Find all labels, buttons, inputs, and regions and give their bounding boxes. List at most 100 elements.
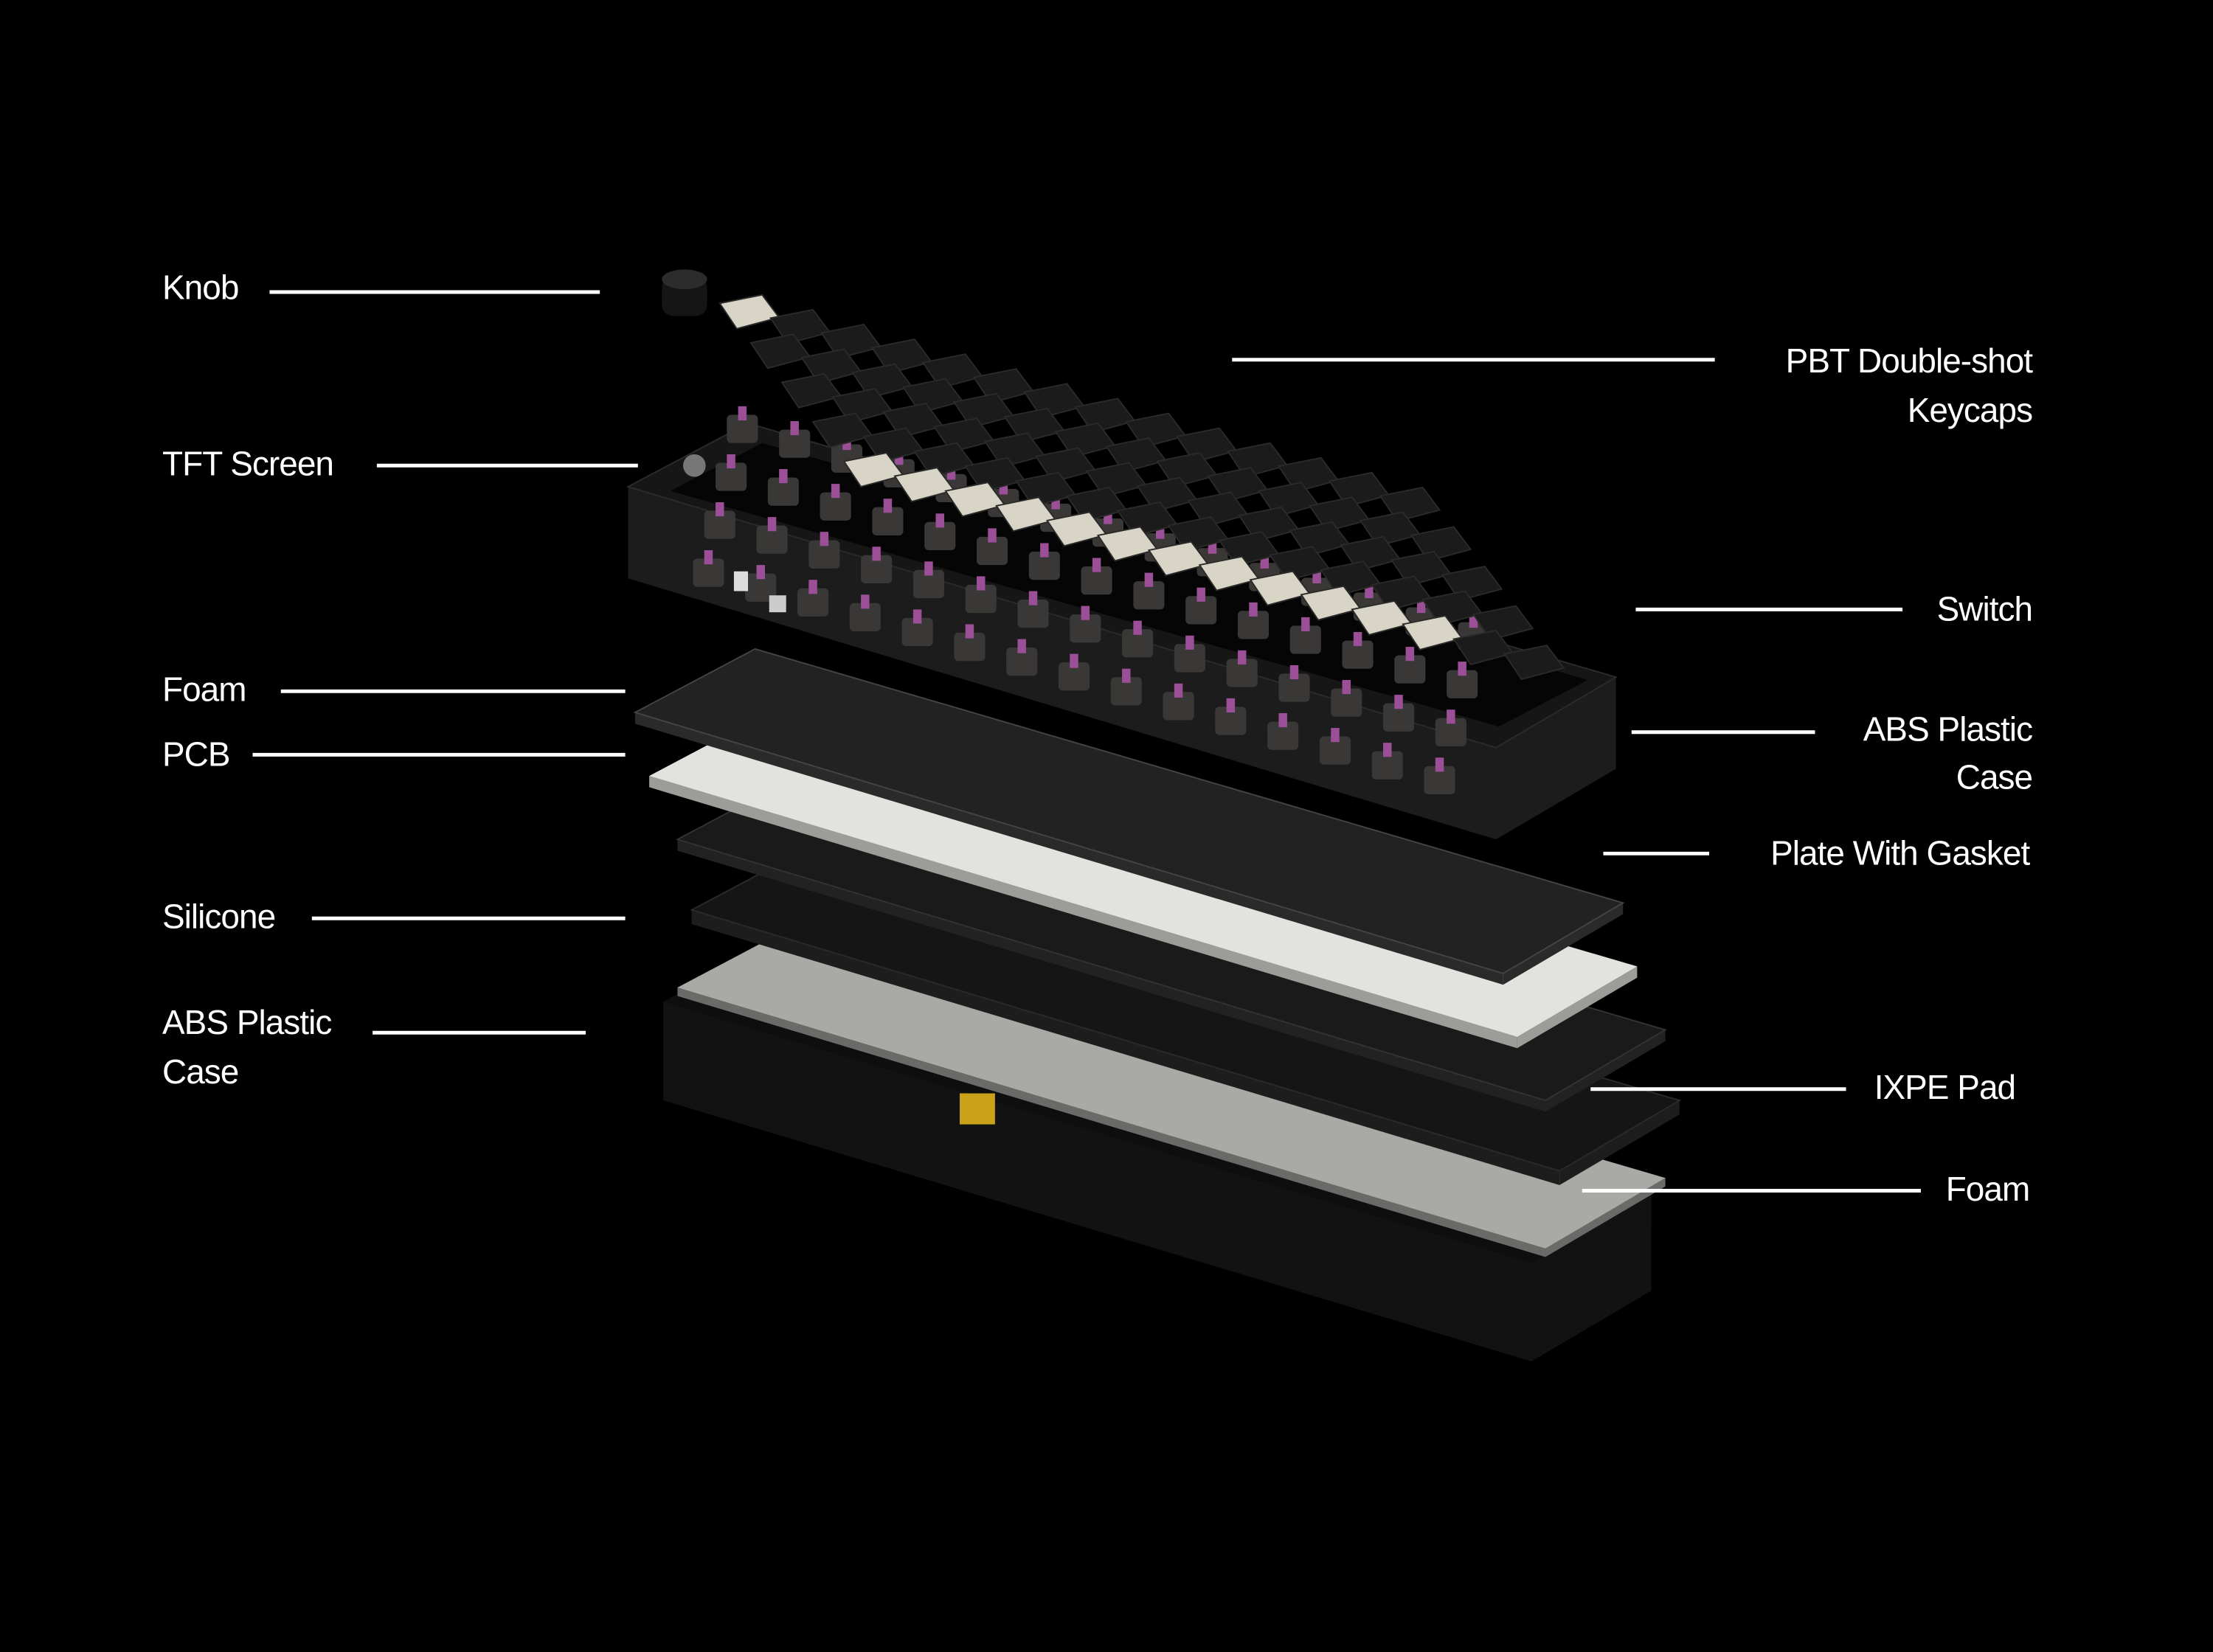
- label-text: ABS Plastic: [1863, 709, 2032, 748]
- foam-layer: [633, 648, 1625, 974]
- switch-stem: [999, 480, 1008, 495]
- switch-stem: [872, 546, 881, 561]
- label-text: PCB: [162, 735, 230, 774]
- label-ixpe-pad: IXPE Pad: [1590, 1068, 2016, 1106]
- label-text: Switch: [1937, 590, 2032, 628]
- switch-stem: [976, 576, 986, 591]
- switch-stem: [1040, 543, 1049, 558]
- switch-stem: [1394, 695, 1403, 709]
- switch-housing: [912, 569, 944, 599]
- switch-stem: [1174, 683, 1183, 698]
- knob-top: [662, 269, 707, 290]
- switch-stem: [1028, 591, 1038, 605]
- switch-housing: [693, 558, 724, 587]
- switch-stem: [1342, 680, 1351, 695]
- switch-stem: [1133, 620, 1142, 635]
- switch-housing: [1383, 703, 1415, 732]
- switch-housing: [965, 584, 997, 614]
- switch-housing: [1267, 721, 1299, 750]
- switch-stem: [1237, 650, 1247, 664]
- label-text: Silicone: [162, 898, 275, 936]
- switch-housing: [745, 573, 777, 602]
- yellow-tag: [960, 1093, 995, 1125]
- bottom-case-layer-front: [663, 1002, 1531, 1361]
- switch-stem: [883, 499, 893, 513]
- label-text: Keycaps: [1908, 391, 2032, 429]
- switch-stem: [1185, 635, 1194, 650]
- switch-housing: [861, 555, 893, 583]
- switch-stem: [1353, 631, 1362, 647]
- switch-housing: [727, 414, 758, 443]
- keyboard-illustration: [626, 269, 1682, 1361]
- switch-stem: [1104, 510, 1112, 524]
- pcb-layer-side: [1545, 1030, 1666, 1112]
- plate-layer-front: [649, 776, 1517, 1049]
- foam-layer-front: [634, 712, 1503, 985]
- label-text: Case: [162, 1052, 238, 1091]
- top-case-frame-side: [1496, 677, 1616, 840]
- label-text: Foam: [1946, 1170, 2030, 1208]
- switch-stem: [779, 469, 788, 484]
- switch-stem: [820, 532, 829, 546]
- switch-stem: [1017, 639, 1026, 653]
- switch-stem: [1289, 664, 1299, 680]
- label-text: Plate With Gasket: [1770, 834, 2030, 872]
- switch-stem: [790, 420, 799, 436]
- keycap: [1441, 565, 1503, 602]
- switch-stem: [767, 517, 777, 532]
- switch-housing: [954, 632, 986, 662]
- label-text: Knob: [162, 268, 238, 307]
- switch-housing: [872, 507, 904, 535]
- switch-housing: [704, 510, 735, 539]
- switch-housing: [1394, 655, 1426, 684]
- switch-housing: [1174, 644, 1205, 673]
- switch-toggle: [769, 595, 786, 613]
- switch-stem: [1249, 602, 1258, 617]
- ixpe-pad-layer-front: [691, 909, 1560, 1185]
- switch-stem: [756, 565, 765, 580]
- bottom-foam-layer-front: [677, 988, 1546, 1257]
- switch-stem: [1416, 599, 1426, 614]
- label-text: Foam: [162, 670, 246, 709]
- switch-housing: [1289, 625, 1321, 654]
- switch-housing: [1028, 551, 1060, 580]
- switch-housing: [1058, 662, 1090, 691]
- switch-stem: [1208, 539, 1217, 554]
- switch-housing: [1447, 670, 1478, 698]
- switch-housing: [1424, 766, 1455, 794]
- switch-stem: [1301, 617, 1310, 632]
- switch-housing: [1110, 677, 1142, 706]
- switch-housing: [767, 477, 799, 506]
- switch-stem: [1092, 558, 1101, 572]
- switch-stem: [1122, 668, 1131, 683]
- label-text: ABS Plastic: [162, 1003, 331, 1041]
- switch-housing: [901, 617, 933, 647]
- label-silicone: Silicone: [162, 898, 626, 936]
- switch-housing: [779, 429, 811, 458]
- label-text: Case: [1956, 757, 2032, 796]
- label-abs-case-bottom: ABS Plastic Case: [162, 1003, 586, 1091]
- switch-housing: [1133, 581, 1165, 610]
- usb-port: [733, 571, 749, 591]
- switch-stem: [1383, 743, 1392, 757]
- switch-stem: [1260, 554, 1270, 569]
- switch-stem: [1405, 647, 1415, 662]
- plate-layer-side: [1517, 966, 1638, 1049]
- switch-stem: [1144, 572, 1154, 587]
- switch-stem: [861, 594, 870, 609]
- switch-stem: [727, 454, 735, 469]
- switch-housing: [1122, 629, 1154, 658]
- switch-stem: [704, 550, 713, 565]
- switch-housing: [820, 492, 851, 521]
- switch-stem: [716, 502, 724, 517]
- switch-housing: [1237, 611, 1270, 639]
- switch-stem: [1070, 653, 1078, 668]
- switch-housing: [1185, 596, 1217, 625]
- switch-housing: [1215, 707, 1247, 735]
- label-switch: Switch: [1635, 590, 2033, 628]
- keycap: [718, 294, 780, 330]
- switch-stem: [1469, 614, 1478, 628]
- switch-housing: [1081, 566, 1112, 595]
- small-knob: [683, 454, 706, 477]
